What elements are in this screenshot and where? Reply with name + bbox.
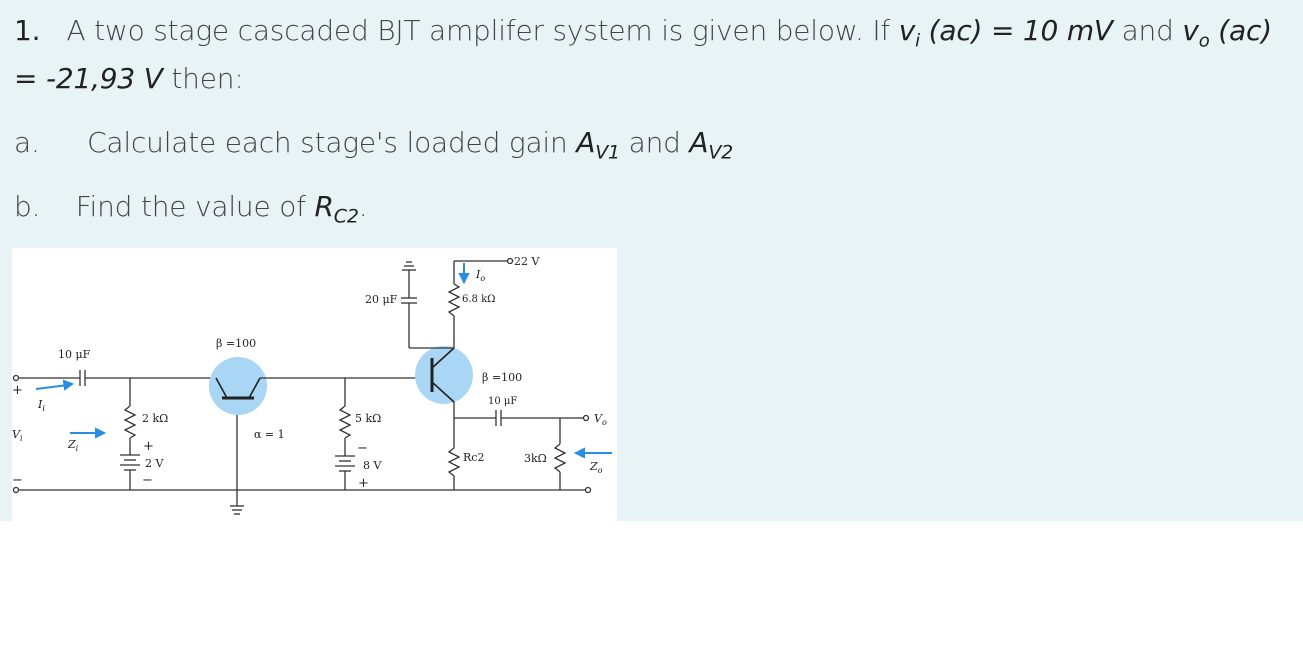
- ii-label: Ii: [37, 398, 45, 413]
- part-a: a. Calculate each stage's loaded gain AV…: [14, 126, 733, 164]
- zo-label: Zo: [589, 460, 603, 475]
- rc1-label: 5 kΩ: [355, 412, 381, 425]
- beta1-label: β =100: [216, 337, 256, 350]
- vee-label: 2 V: [145, 457, 164, 470]
- input-plus: +: [12, 383, 23, 398]
- then-word: then:: [162, 62, 244, 95]
- question-line-2: = -21,93 V then:: [14, 62, 244, 95]
- cap-20-label: 20 μF: [365, 293, 398, 306]
- circuit-diagram: 22 V 6.8 kΩ Io 20 μF 10 μF 10 μF β =100 …: [12, 248, 617, 521]
- av1-symbol: AV1: [576, 126, 620, 164]
- cap-out-label: 10 μF: [488, 396, 517, 407]
- vo-symbol: vo (ac): [1182, 14, 1272, 52]
- vee-minus: −: [142, 473, 153, 488]
- circuit-svg: 22 V 6.8 kΩ Io 20 μF 10 μF 10 μF β =100 …: [12, 255, 612, 515]
- part-b-end: .: [358, 190, 368, 223]
- re1-label: 2 kΩ: [142, 412, 168, 425]
- vo-value: = -21,93 V: [14, 62, 163, 95]
- vi-symbol: vi (ac) = 10 mV: [898, 14, 1113, 52]
- vi-label: Vi: [12, 428, 23, 443]
- rc-top-label: 6.8 kΩ: [462, 294, 495, 305]
- part-b-letter: b.: [14, 190, 41, 223]
- rl-label: 3kΩ: [524, 452, 547, 465]
- io-label: Io: [475, 268, 485, 283]
- vee-plus: +: [143, 439, 154, 454]
- vo-label: Vo: [594, 412, 607, 427]
- cap-in-label: 10 μF: [58, 348, 91, 361]
- question-intro: A two stage cascaded BJT amplifer system…: [66, 14, 891, 47]
- part-b-text: Find the value of: [75, 190, 306, 223]
- av2-symbol: AV2: [689, 126, 734, 164]
- question-number: 1.: [14, 14, 41, 47]
- vcc-label: 22 V: [514, 255, 540, 268]
- part-b: b. Find the value of RC2.: [14, 190, 368, 228]
- vcc1-label: 8 V: [363, 459, 382, 472]
- vcc1-plus: +: [358, 476, 369, 491]
- beta2-label: β =100: [482, 371, 522, 384]
- rc2-label: Rc2: [463, 451, 484, 464]
- input-minus: −: [12, 473, 23, 488]
- and-word: and: [1121, 14, 1174, 47]
- question-line-1: 1. A two stage cascaded BJT amplifer sys…: [14, 14, 1272, 52]
- vcc1-minus: −: [357, 441, 368, 456]
- rc2-symbol: RC2: [314, 190, 359, 228]
- alpha-label: α = 1: [254, 428, 285, 441]
- part-a-and: and: [628, 126, 681, 159]
- part-a-text: Calculate each stage's loaded gain: [87, 126, 568, 159]
- part-a-letter: a.: [14, 126, 40, 159]
- zi-label: Zi: [67, 438, 79, 453]
